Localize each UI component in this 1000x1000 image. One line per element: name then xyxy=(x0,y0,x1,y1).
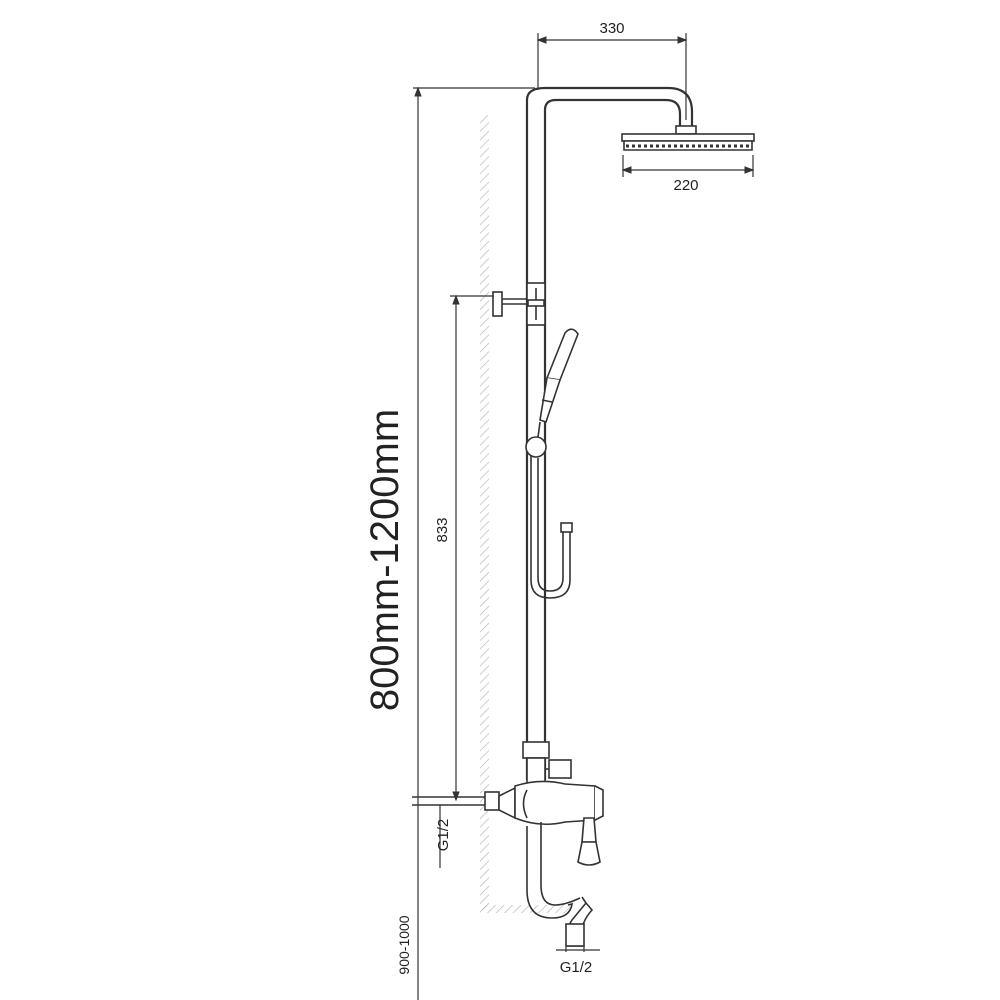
dimension-g12-bottom: G1/2 xyxy=(556,946,600,976)
dim-label-833: 833 xyxy=(434,517,451,542)
wall-inlet: G1/2 xyxy=(412,796,485,868)
shower-head xyxy=(621,125,755,151)
dim-label-900-1000: 900-1000 xyxy=(396,915,412,974)
bath-spout xyxy=(526,822,594,947)
riser-pipe xyxy=(525,86,694,780)
dimension-330: 330 xyxy=(536,20,688,120)
dim-label-330: 330 xyxy=(599,20,624,37)
mixer-valve xyxy=(484,741,604,866)
dimension-220: 220 xyxy=(621,155,755,194)
dimension-833: 833 xyxy=(434,294,494,802)
hose xyxy=(530,455,573,599)
hand-shower xyxy=(525,328,579,458)
dim-label-height: 800mm-1200mm xyxy=(363,409,407,711)
dimension-floor-inlet: 900-1000 xyxy=(396,915,412,974)
upper-wall-bracket xyxy=(492,282,546,326)
dimension-height: 800mm-1200mm xyxy=(363,86,535,1000)
dim-label-g12-bottom: G1/2 xyxy=(560,959,593,976)
dim-label-220: 220 xyxy=(673,177,698,194)
wall xyxy=(480,115,570,913)
dim-label-g12-left: G1/2 xyxy=(435,819,452,852)
